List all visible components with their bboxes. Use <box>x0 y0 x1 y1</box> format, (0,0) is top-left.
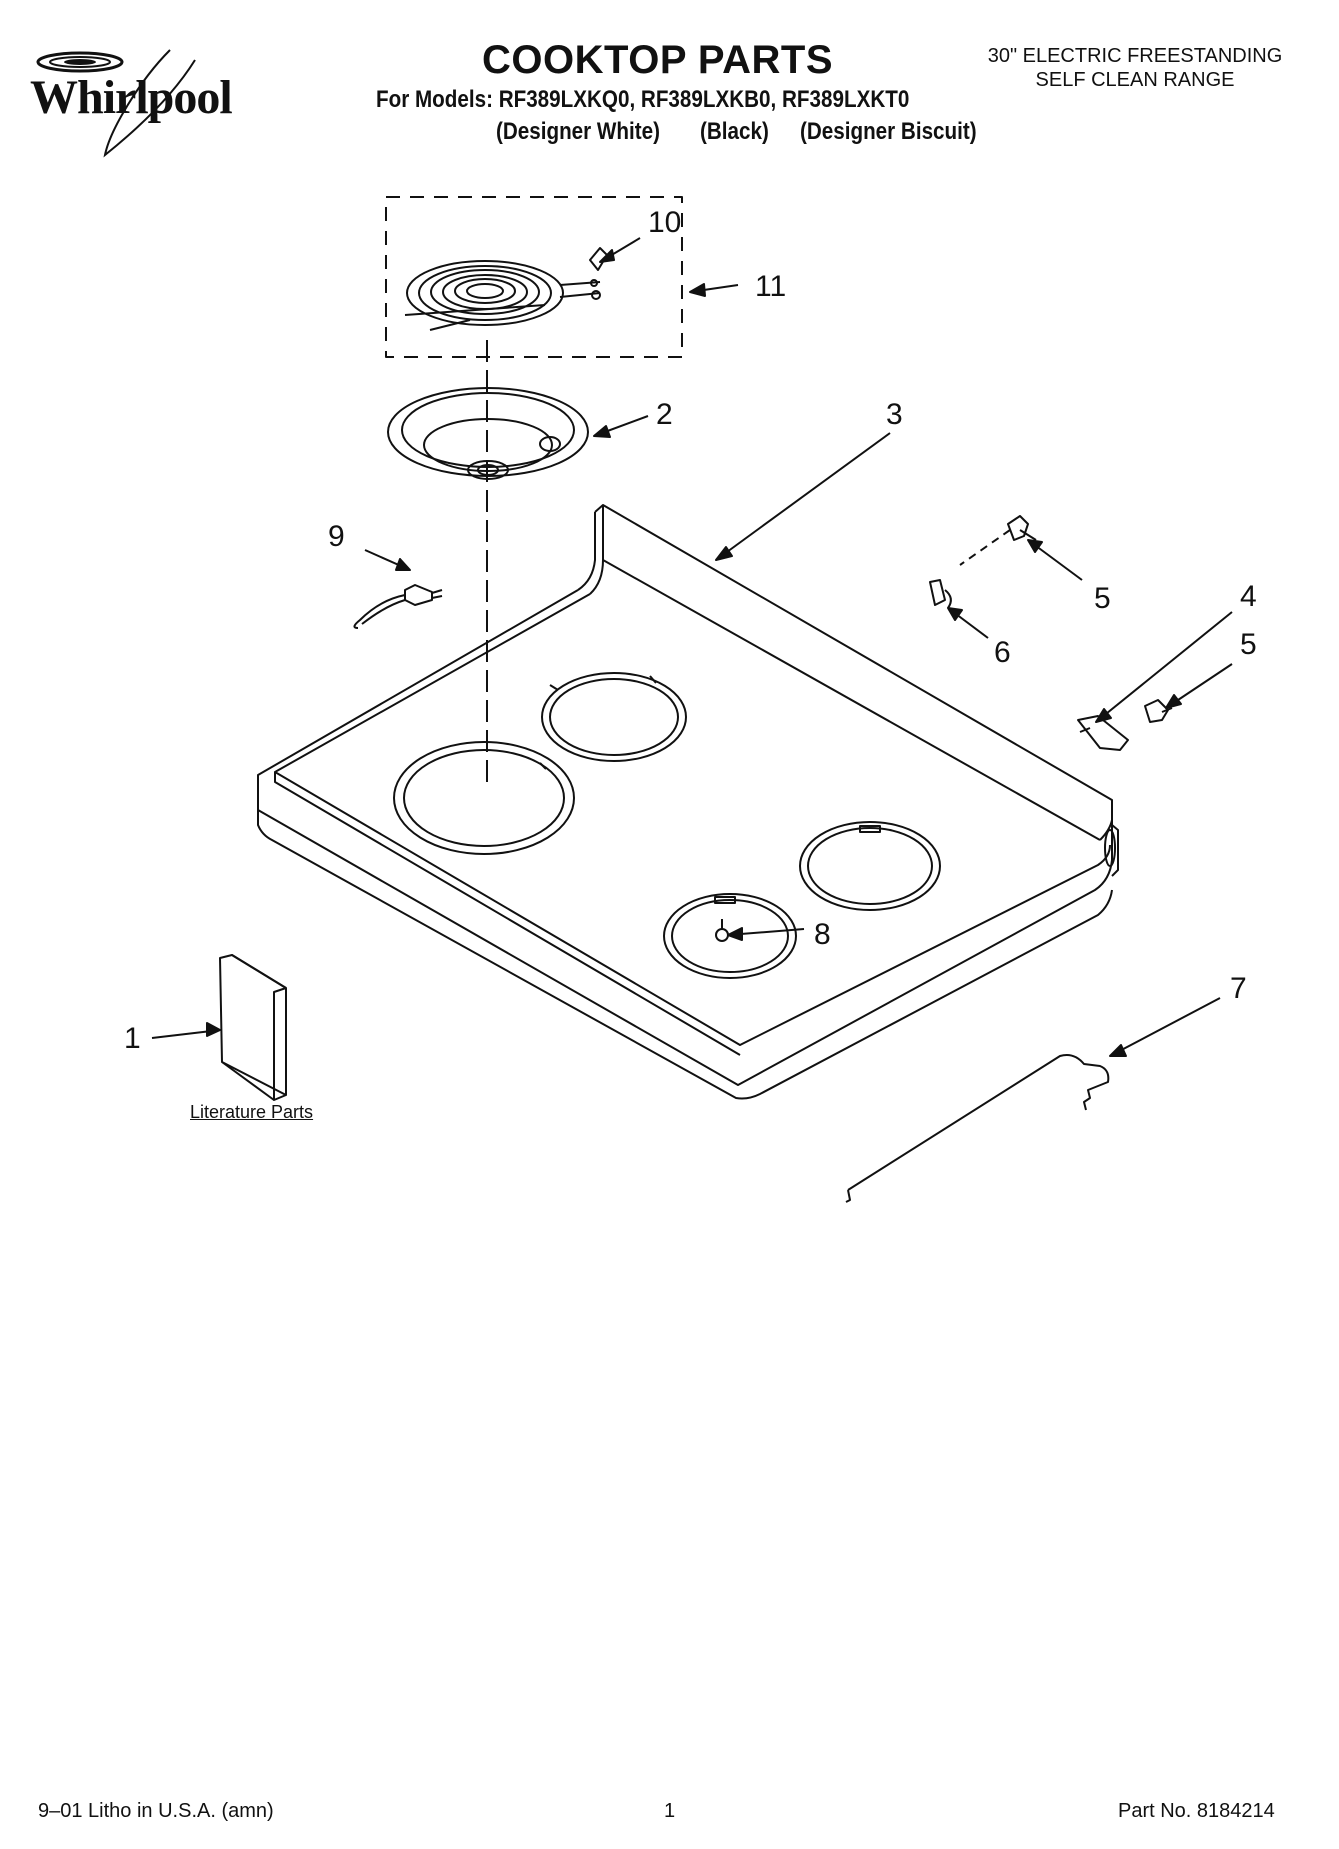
cooktop-main-part <box>257 504 1119 1100</box>
callout-5-lower: 5 <box>1240 628 1257 661</box>
whirlpool-logo: Whirlpool <box>20 40 270 160</box>
variant-white: (Designer White) <box>496 118 660 145</box>
range-description: 30" ELECTRIC FREESTANDING SELF CLEAN RAN… <box>960 44 1310 92</box>
variant-black: (Black) <box>700 118 769 145</box>
whirlpool-swirl-icon <box>36 49 196 158</box>
element-assembly-box <box>385 196 683 358</box>
screw-upper-part <box>959 515 1037 566</box>
coil-element-part <box>404 247 608 331</box>
footer-part-number: Part No. 8184214 <box>1118 1800 1275 1822</box>
mounting-bracket-part <box>1077 715 1129 751</box>
callout-1: 1 <box>124 1022 141 1055</box>
logo-wordmark: Whirlpool <box>30 71 233 124</box>
range-line-1: 30" ELECTRIC FREESTANDING <box>987 45 1283 67</box>
burner-openings <box>393 672 941 979</box>
callout-7: 7 <box>1230 972 1247 1005</box>
callout-2: 2 <box>656 398 673 431</box>
range-line-2: SELF CLEAN RANGE <box>1035 69 1235 91</box>
screw-lower-part <box>1144 699 1173 723</box>
callout-3: 3 <box>886 398 903 431</box>
footer-litho: 9–01 Litho in U.S.A. (amn) <box>38 1800 274 1822</box>
footer-page-number: 1 <box>664 1800 676 1822</box>
literature-booklet-part <box>219 954 287 1101</box>
callout-5-upper: 5 <box>1094 582 1111 615</box>
callout-9: 9 <box>328 520 345 553</box>
bracket-part <box>929 579 952 609</box>
callout-10: 8 <box>814 918 831 951</box>
callout-8: 10 <box>648 206 681 239</box>
terminal-block-part <box>353 584 443 629</box>
literature-parts-label: Literature Parts <box>190 1102 314 1122</box>
variant-biscuit: (Designer Biscuit) <box>800 118 977 145</box>
models-line: For Models: RF389LXKQ0, RF389LXKB0, RF38… <box>376 86 910 113</box>
callout-11: 11 <box>755 270 786 303</box>
callout-4: 4 <box>1240 580 1257 613</box>
rod-part <box>845 1054 1110 1203</box>
callout-leaders <box>151 237 1233 1057</box>
page-title: COOKTOP PARTS <box>482 38 833 82</box>
callout-6: 6 <box>994 636 1011 669</box>
burner-screw-part <box>715 919 729 942</box>
